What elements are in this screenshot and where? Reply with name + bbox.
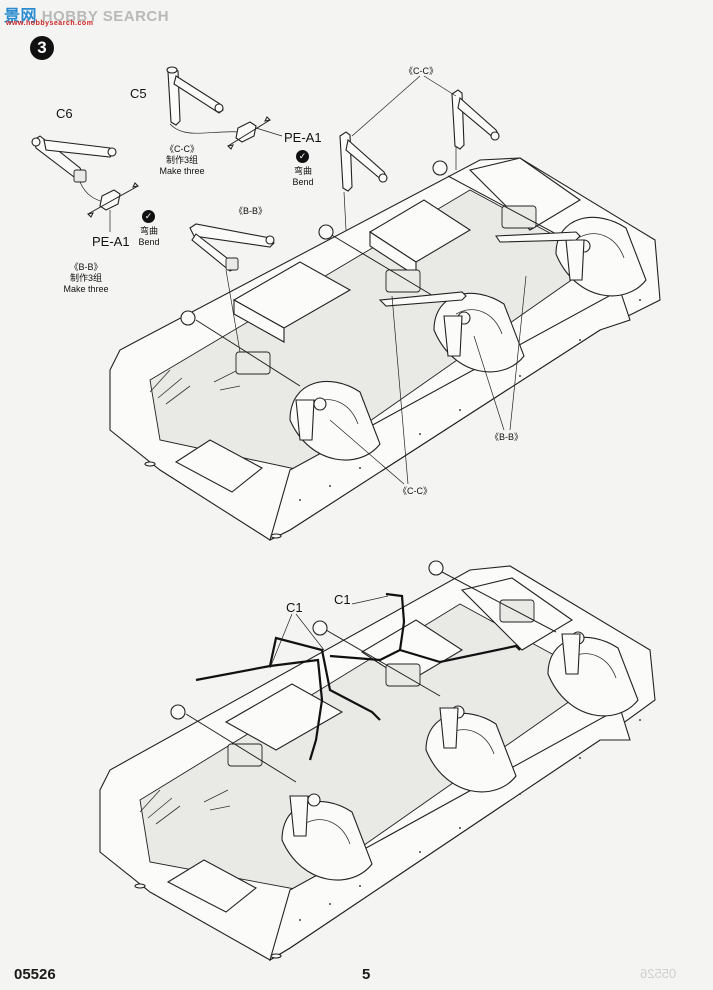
- part-bb-arm-drawing: [189, 223, 275, 272]
- note-bend-left-en: Bend: [138, 237, 160, 247]
- part-label-pe-a1-top: PE-A1: [284, 130, 322, 145]
- watermark-url: www.hobbysearch.com: [6, 20, 94, 27]
- bleed-through-code: 05526: [640, 966, 677, 981]
- callout-cc-bottom: 《C-C》: [398, 486, 432, 496]
- note-cc-cn: 制作3组: [165, 155, 198, 165]
- note-bend-top-cn: 弯曲: [293, 166, 312, 176]
- callout-cc-top: 《C-C》: [404, 66, 438, 76]
- watermark-en: HOBBY SEARCH: [41, 8, 170, 25]
- part-label-c1-left: C1: [286, 600, 303, 615]
- page-number: 5: [362, 966, 371, 983]
- part-label-c6: C6: [56, 106, 73, 121]
- part-label-c1-right: C1: [334, 592, 351, 607]
- part-c5-drawing: [166, 66, 283, 150]
- watermark-cn: 景网: [4, 8, 38, 25]
- part-label-c5: C5: [130, 86, 147, 101]
- part-cc-brackets-drawing: [339, 75, 500, 192]
- callout-bb-top: 《B-B》: [234, 206, 268, 216]
- note-bend-left: 弯曲 Bend: [132, 226, 166, 248]
- note-bb-label: 《B-B》: [69, 262, 103, 272]
- note-bend-top-en: Bend: [292, 177, 314, 187]
- lower-hull-drawing: [99, 560, 656, 962]
- note-cc: 《C-C》 制作3组 Make three: [152, 144, 212, 177]
- bend-icon: ✓: [296, 150, 309, 163]
- note-bb: 《B-B》 制作3组 Make three: [56, 262, 116, 295]
- note-bend-top: 弯曲 Bend: [286, 166, 320, 188]
- product-code: 05526: [14, 966, 56, 983]
- note-cc-label: 《C-C》: [165, 144, 199, 154]
- bend-icon-left: ✓: [142, 210, 155, 223]
- part-c6-drawing: [31, 135, 140, 232]
- part-label-pe-a1-left: PE-A1: [92, 234, 130, 249]
- note-bend-left-cn: 弯曲: [139, 226, 158, 236]
- note-cc-en: Make three: [159, 166, 205, 176]
- upper-hull-drawing: [109, 146, 661, 542]
- step-number-badge: 3: [30, 36, 54, 60]
- note-bb-cn: 制作3组: [69, 273, 102, 283]
- watermark: 景网 HOBBY SEARCH www.hobbysearch.com: [4, 2, 170, 27]
- callout-bb-right: 《B-B》: [490, 432, 524, 442]
- note-bb-en: Make three: [63, 284, 109, 294]
